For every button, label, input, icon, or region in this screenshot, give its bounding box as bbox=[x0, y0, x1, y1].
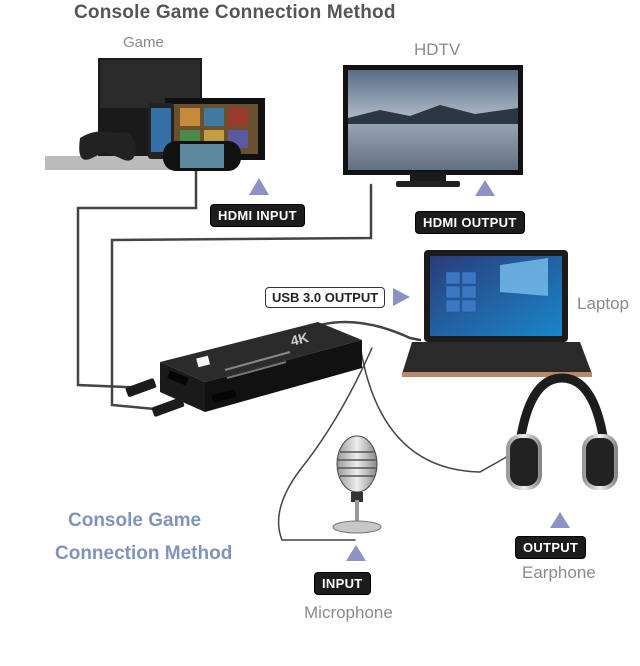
laptop-label: Laptop bbox=[577, 294, 629, 313]
cable-usb-to-laptop bbox=[318, 320, 422, 342]
pointer-arrows bbox=[249, 178, 570, 561]
input-label: INPUT bbox=[314, 572, 371, 595]
usb-output-label: USB 3.0 OUTPUT bbox=[265, 287, 386, 308]
hdmi-input-label: HDMI INPUT bbox=[210, 204, 305, 227]
side-title-line1: Console Game bbox=[68, 510, 202, 531]
game-label: Game bbox=[123, 34, 164, 51]
arrow-hdmi-output bbox=[475, 180, 495, 196]
headphones-device bbox=[506, 373, 618, 490]
arrow-output bbox=[550, 512, 570, 528]
hdmi-plugs bbox=[125, 378, 185, 417]
laptop-base bbox=[402, 342, 592, 374]
cable-mic bbox=[277, 347, 373, 541]
game-console-group bbox=[45, 58, 265, 171]
game-controller bbox=[79, 131, 136, 161]
earphone-label: Earphone bbox=[522, 563, 596, 582]
hdtv-label: HDTV bbox=[414, 40, 461, 59]
capture-badge: 4K bbox=[289, 329, 310, 349]
laptop bbox=[402, 250, 592, 377]
capture-card-device: 4K bbox=[160, 322, 362, 412]
arrow-usb-output bbox=[393, 288, 410, 306]
hdmi-output-label: HDMI OUTPUT bbox=[415, 211, 525, 234]
side-title-line2: Connection Method bbox=[55, 543, 233, 564]
cable-game-to-capture bbox=[76, 166, 198, 390]
arrow-input bbox=[346, 545, 366, 561]
diagram-title: Console Game Connection Method bbox=[74, 2, 396, 23]
microphone-device bbox=[332, 435, 382, 534]
cable-headphone bbox=[359, 344, 511, 473]
cables bbox=[76, 166, 511, 541]
hdtv-monitor bbox=[343, 65, 523, 187]
arrow-hdmi-input bbox=[249, 178, 269, 195]
cable-hdtv-to-capture bbox=[110, 183, 373, 412]
microphone-label: Microphone bbox=[304, 603, 393, 622]
output-label: OUTPUT bbox=[515, 536, 587, 559]
